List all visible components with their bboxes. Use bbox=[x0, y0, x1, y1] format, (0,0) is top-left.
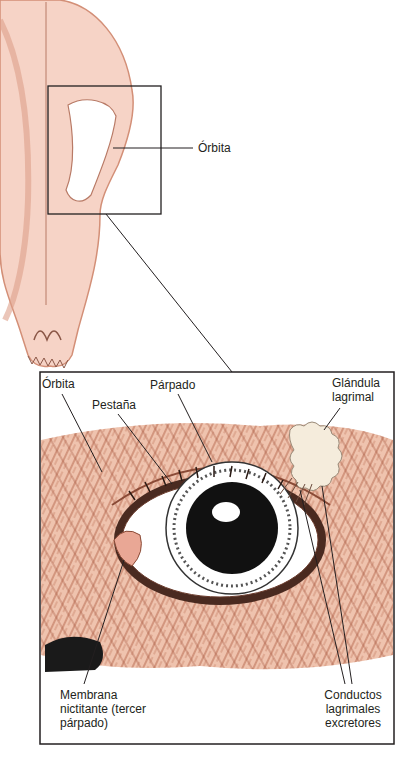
part-label: Pestaña bbox=[92, 398, 136, 412]
lacrimal-gland bbox=[290, 422, 343, 491]
part-label: Órbita bbox=[198, 141, 231, 155]
skull-outline bbox=[0, 0, 133, 367]
zoom-connector bbox=[106, 214, 232, 372]
iris bbox=[166, 462, 298, 594]
nictitating-membrane bbox=[114, 531, 141, 566]
part-label: Párpado bbox=[150, 378, 195, 392]
teeth bbox=[28, 356, 68, 368]
leader-line bbox=[322, 486, 352, 684]
highlight bbox=[212, 502, 240, 522]
part-label: Membrana nictitante (tercer párpado) bbox=[60, 688, 164, 730]
dark-patch bbox=[45, 637, 103, 672]
skull-shading bbox=[0, 20, 28, 320]
part-label: Conductos lagrimales excretores bbox=[316, 688, 390, 730]
pupil bbox=[186, 482, 278, 574]
inset-frame bbox=[40, 372, 394, 744]
leader-line bbox=[113, 148, 193, 149]
leader-line bbox=[84, 560, 124, 684]
zoom-box bbox=[48, 86, 161, 214]
leader-line bbox=[178, 394, 212, 462]
leader-line bbox=[300, 490, 345, 684]
orbit-cavity bbox=[66, 100, 116, 201]
leader-line bbox=[118, 414, 172, 484]
iris-texture bbox=[174, 470, 290, 586]
leader-line bbox=[324, 408, 340, 430]
skull-midline bbox=[46, 2, 47, 305]
eye-illustration bbox=[41, 422, 393, 672]
lacrimal-ducts bbox=[280, 478, 312, 505]
nasal-opening bbox=[34, 331, 61, 340]
part-label: Glándula lagrimal bbox=[332, 376, 392, 404]
eyelashes bbox=[129, 466, 283, 500]
part-label: Órbita bbox=[42, 377, 75, 391]
